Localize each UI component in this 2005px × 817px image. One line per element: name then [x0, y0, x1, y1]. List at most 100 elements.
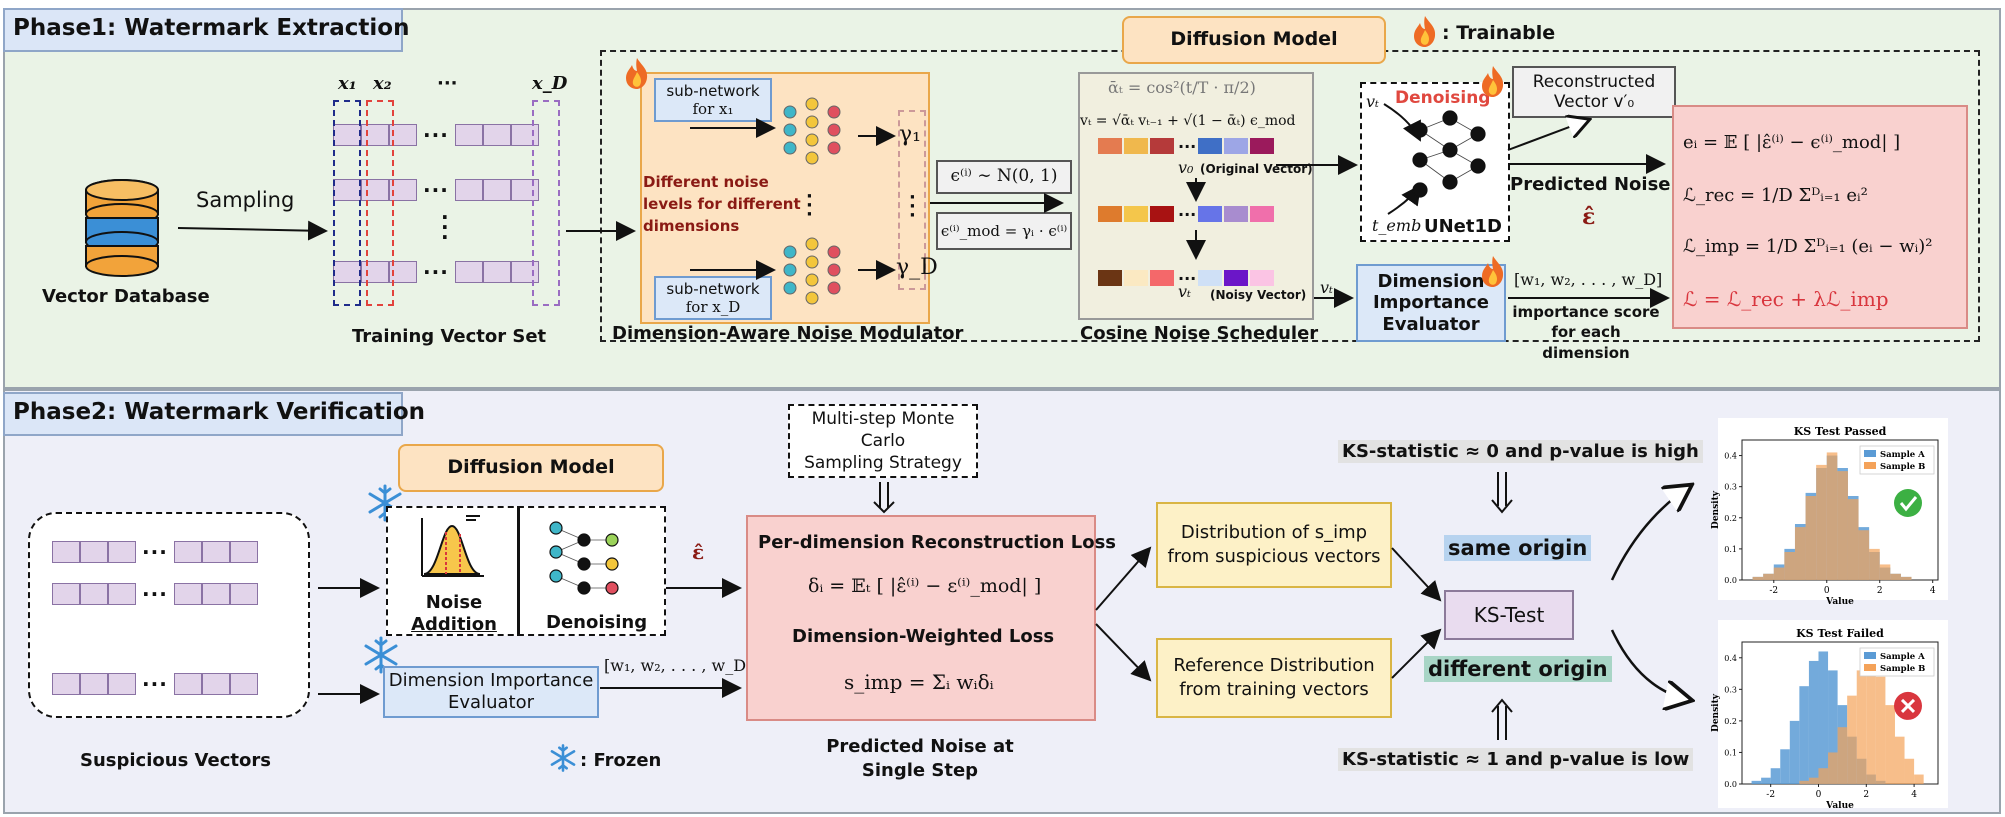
- mini-network-top: [783, 97, 841, 165]
- noise-levels-text: Different noise levels for different dim…: [643, 172, 801, 237]
- x-tick-label: -2: [1769, 586, 1778, 596]
- dim-weighted-loss-label: Dimension-Weighted Loss: [792, 626, 1055, 647]
- x-tick-label: 4: [1911, 790, 1917, 800]
- diffusion-model-label: Diffusion Model: [1122, 16, 1386, 64]
- weights-label: [w₁, w₂, . . . , w_D]: [1514, 270, 1663, 289]
- color-row-mid: ···: [1098, 205, 1274, 224]
- subnetwork-top-line1: sub-network: [666, 82, 760, 100]
- gamma-dashed-box: [898, 110, 926, 290]
- chart-title: KS Test Failed: [1796, 627, 1884, 640]
- vt-arrow-label: vₜ: [1320, 278, 1333, 297]
- frozen-legend: : Frozen: [580, 750, 662, 771]
- histogram-bar: [1784, 552, 1795, 580]
- unet-vt: vₜ: [1366, 92, 1379, 111]
- t-emb-label: t_emb: [1372, 216, 1422, 235]
- loss-ei: eᵢ = 𝔼 [ |ε̂⁽ⁱ⁾ − ϵ⁽ⁱ⁾_mod| ]: [1683, 132, 1901, 153]
- histogram-bar: [1816, 464, 1827, 580]
- histogram-bar: [1761, 777, 1771, 784]
- histogram-bar: [1847, 499, 1859, 580]
- reconstructed-line1: Reconstructed: [1532, 71, 1656, 92]
- subnetwork-top: sub-network for x₁: [654, 78, 772, 122]
- column-highlight-x1: [333, 100, 361, 306]
- check-icon: [1894, 489, 1922, 517]
- histogram-bar: [1818, 651, 1829, 784]
- histogram-bar: [1752, 576, 1764, 580]
- histogram-bar: [1885, 705, 1895, 784]
- denoising-label: Denoising: [1395, 88, 1491, 108]
- svg-text:···: ···: [1178, 205, 1196, 224]
- importance-score-line1: importance score: [1512, 303, 1660, 321]
- ks-low-label: KS-statistic ≈ 1 and p-value is low: [1338, 748, 1694, 771]
- histogram-bar: [1789, 720, 1800, 784]
- snowflake-icon: [549, 744, 577, 776]
- cosine-scheduler-label: Cosine Noise Scheduler: [1080, 323, 1319, 344]
- y-axis-label: Density: [1711, 693, 1721, 732]
- vt-scheduler-label: vₜ: [1178, 282, 1191, 301]
- database-icon: [82, 178, 162, 282]
- suspicious-distribution-box: Distribution of s_imp from suspicious ve…: [1156, 502, 1392, 588]
- legend-label: Sample A: [1880, 450, 1925, 460]
- flame-icon: [622, 56, 652, 94]
- noise-addition-line1: Noise: [425, 592, 483, 613]
- ks-test-box: KS-Test: [1444, 590, 1574, 640]
- column-highlight-x2: [366, 100, 394, 306]
- col-label-xd: x_D: [532, 73, 568, 94]
- loss-rec: ℒ_rec = 1/D Σᴰᵢ₌₁ eᵢ²: [1683, 185, 1868, 206]
- flame-icon: [1478, 254, 1508, 292]
- histogram-bar: [1866, 657, 1876, 784]
- unet-network-icon: [1412, 110, 1486, 198]
- y-tick-label: 0.3: [1724, 483, 1737, 492]
- reconstructed-line2: Vector v′₀: [1553, 92, 1635, 112]
- vector-row: ···: [52, 540, 258, 564]
- histogram-bar: [1818, 768, 1829, 784]
- histogram-bar: [1780, 749, 1790, 784]
- die-line2: Importance: [1372, 292, 1490, 314]
- histogram-bar: [1808, 777, 1819, 784]
- importance-score-line2: for each dimension: [1542, 323, 1630, 362]
- subnetwork-top-line2: for x₁: [692, 100, 734, 118]
- different-origin-label: different origin: [1424, 656, 1612, 682]
- vector-row: ···: [52, 672, 258, 696]
- reference-distribution-box: Reference Distribution from training vec…: [1156, 638, 1392, 718]
- eps-mod-box: ϵ⁽ⁱ⁾_mod = γᵢ · ϵ⁽ⁱ⁾: [936, 212, 1072, 250]
- y-axis-label: Density: [1711, 490, 1721, 529]
- phase2-eps-hat: ε̂: [692, 540, 705, 564]
- legend-label: Sample B: [1880, 664, 1925, 674]
- y-tick-label: 0.3: [1724, 685, 1737, 694]
- legend-swatch: [1864, 450, 1876, 457]
- histogram-bar: [1837, 471, 1848, 580]
- monte-carlo-line1: Multi-step Monte Carlo: [811, 408, 955, 451]
- vertical-dots: ···: [441, 205, 449, 249]
- vector-row: ···: [333, 260, 539, 284]
- histogram-bar: [1799, 686, 1809, 784]
- y-tick-label: 0.0: [1724, 576, 1737, 585]
- chart-title: KS Test Passed: [1794, 425, 1887, 438]
- suspicious-dist-line2: from suspicious vectors: [1167, 546, 1381, 567]
- loss-imp: ℒ_imp = 1/D Σᴰᵢ₌₁ (eᵢ − wᵢ)²: [1683, 236, 1933, 257]
- die-line1: Dimension: [1377, 270, 1485, 292]
- x-tick-label: 0: [1824, 586, 1830, 596]
- training-vector-set-label: Training Vector Set: [352, 326, 547, 347]
- gamma-1: γ₁: [899, 122, 921, 147]
- check-mark: [1899, 496, 1918, 512]
- reference-dist-line1: Reference Distribution: [1173, 654, 1375, 676]
- predicted-noise-label: Predicted Noise: [1510, 174, 1671, 195]
- y-tick-label: 0.1: [1724, 748, 1737, 757]
- y-tick-label: 0.2: [1724, 514, 1737, 523]
- histogram-bar: [1858, 530, 1870, 580]
- snowflake-icon: [362, 636, 400, 678]
- reference-dist-line2: from training vectors: [1179, 679, 1369, 700]
- x-tick-label: 2: [1877, 586, 1883, 596]
- svg-text:···: ···: [1178, 137, 1196, 156]
- histogram-bar: [1751, 780, 1762, 784]
- noise-addition-line2: Addition: [411, 613, 497, 635]
- x-tick-label: 2: [1863, 790, 1869, 800]
- predicted-noise-symbol: ε̂: [1582, 204, 1596, 230]
- vector-row: ···: [52, 582, 258, 606]
- histogram-bar: [1763, 573, 1774, 580]
- eps-normal-box: ϵ⁽ⁱ⁾ ∼ N(0, 1): [936, 160, 1072, 194]
- y-tick-label: 0.1: [1724, 545, 1737, 554]
- x-axis-label: Value: [1825, 801, 1854, 811]
- suspicious-dist-line1: Distribution of s_imp: [1180, 521, 1368, 543]
